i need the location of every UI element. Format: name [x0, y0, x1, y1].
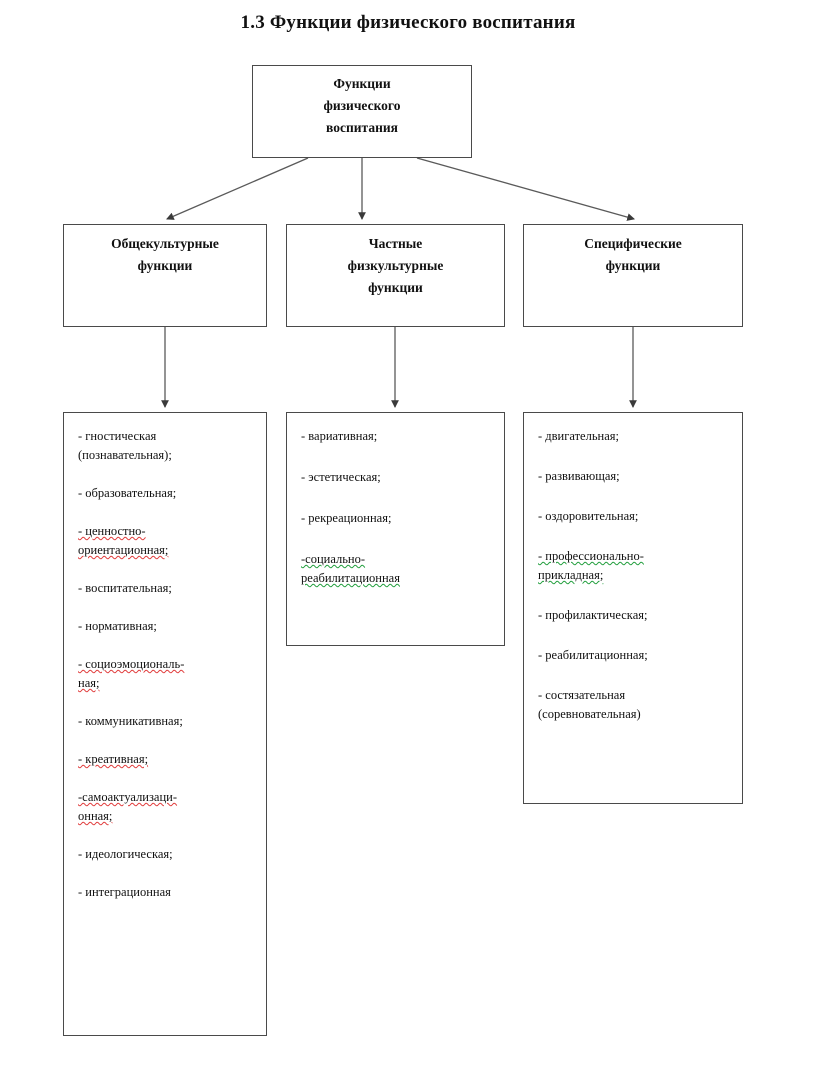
node-root[interactable]: Функции физического воспитания	[252, 65, 472, 158]
list-item: - гностическая (познавательная);	[78, 429, 172, 462]
node-category-0-label: Общекультурные функции	[111, 236, 219, 273]
list-item: - оздоровительная;	[538, 509, 639, 523]
node-category-general-cultural[interactable]: Общекультурные функции	[63, 224, 267, 327]
list-item: - идеологическая;	[78, 847, 173, 861]
list-item: - профессионально- прикладная;	[538, 549, 644, 582]
list-item: -самоактуализаци- онная;	[78, 790, 178, 823]
list-item: - интеграционная	[78, 885, 171, 899]
node-category-specific-physical[interactable]: Частные физкультурные функции	[286, 224, 505, 327]
link-root-to-cat-2	[416, 157, 636, 221]
list-item: - развивающая;	[538, 469, 620, 483]
node-root-label: Функции физического воспитания	[323, 76, 401, 135]
node-list-general-cultural[interactable]: - гностическая (познавательная); - образо…	[63, 412, 267, 1036]
list-item: - социоэмоциональ- ная;	[78, 657, 185, 690]
node-list-specific[interactable]: - двигательная; - развивающая; - оздоровит…	[523, 412, 743, 804]
link-root-to-cat-0	[166, 157, 309, 220]
list-item: - нормативная;	[78, 619, 157, 633]
page-title: 1.3 Функции физического воспитания	[240, 12, 576, 33]
node-category-2-label: Специфические функции	[584, 236, 682, 273]
node-list-specific-physical[interactable]: - вариативная; - эстетическая; - рекреацио…	[286, 412, 505, 646]
list-item: - двигательная;	[538, 429, 619, 443]
list-item: - эстетическая;	[301, 470, 381, 484]
list-item: - реабилитационная;	[538, 648, 648, 662]
list-item: -социально- реабилитационная	[301, 552, 400, 585]
list-item: - образовательная;	[78, 486, 177, 500]
list-item: - коммуникативная;	[78, 714, 183, 728]
list-item: - креативная;	[78, 752, 149, 766]
list-item: - состязательная (соревновательная)	[538, 688, 641, 721]
list-item: - вариативная;	[301, 429, 378, 443]
node-category-specific[interactable]: Специфические функции	[523, 224, 743, 327]
node-category-1-label: Частные физкультурные функции	[347, 236, 444, 295]
list-item: - воспитательная;	[78, 581, 172, 595]
list-item: - ценностно- ориентационная;	[78, 524, 169, 557]
list-item: - рекреационная;	[301, 511, 392, 525]
list-item: - профилактическая;	[538, 608, 648, 622]
